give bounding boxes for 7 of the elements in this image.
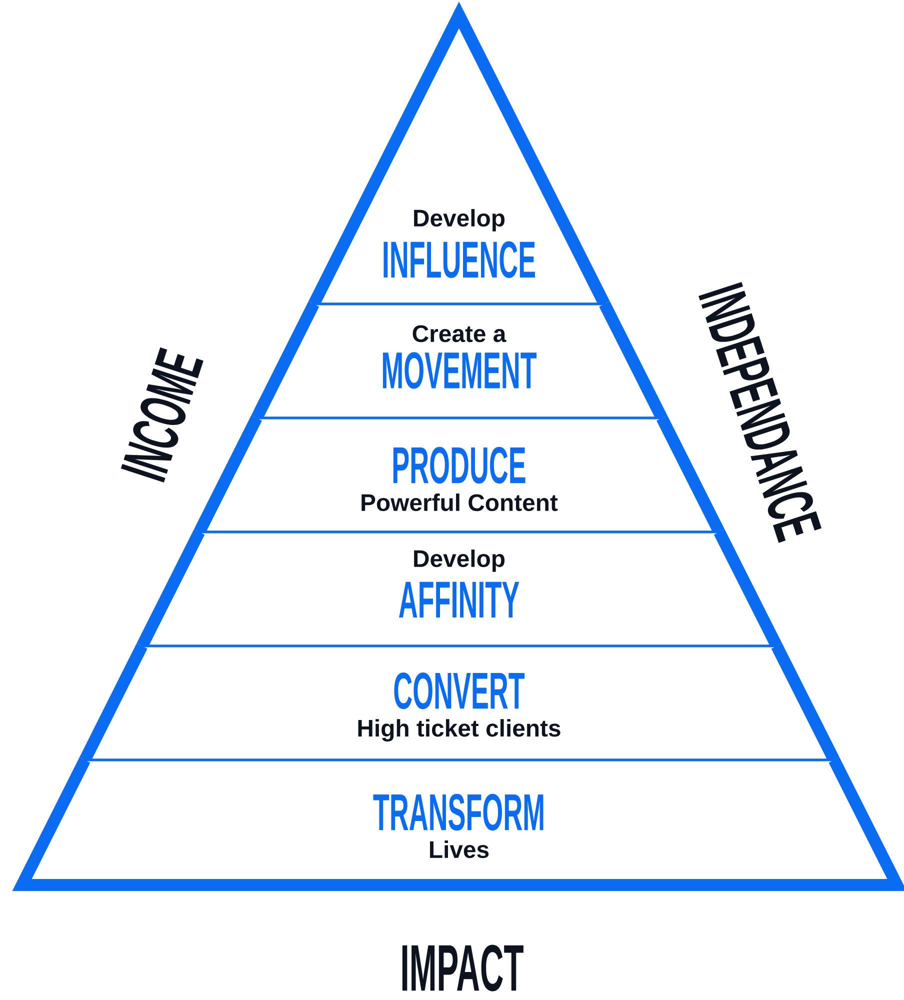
pyramid-band: Develop INFLUENCE [308,2,610,307]
node-label: TRANSFORM [373,794,544,831]
pyramid-band: TRANSFORM Lives [12,757,904,891]
side-label: IMPACT [402,944,524,992]
node-label: Lives [430,840,489,858]
pyramid-band: CONVERT High ticket clients [79,643,840,763]
pyramid-band: PRODUCE Powerful Content [194,415,725,535]
